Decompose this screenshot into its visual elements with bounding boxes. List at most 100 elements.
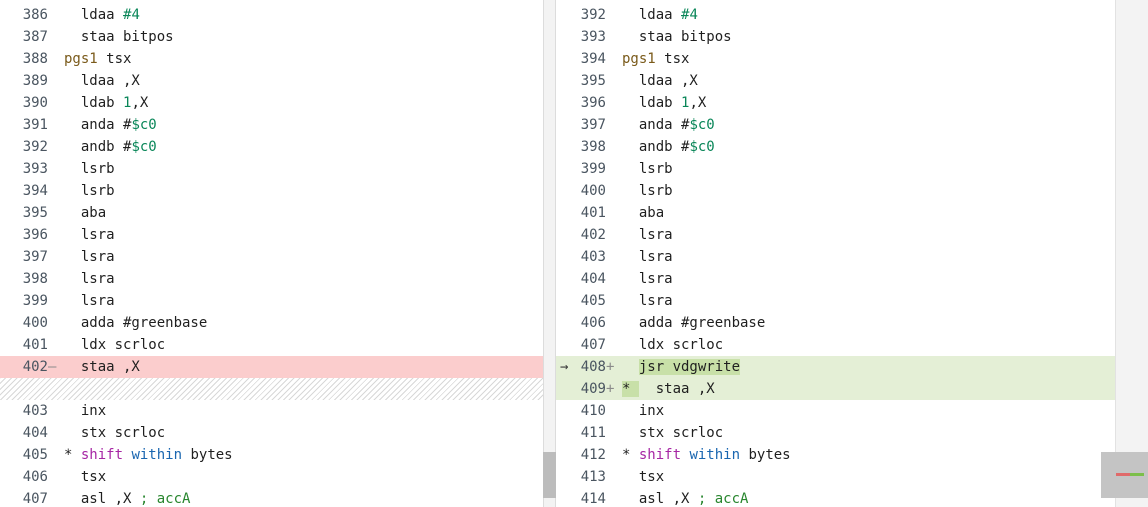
code-line[interactable]: 396 ldab 1,X	[556, 92, 1115, 114]
code-text[interactable]: staa bitpos	[622, 26, 732, 48]
code-text[interactable]: lsrb	[64, 158, 115, 180]
code-line[interactable]: 395 aba	[0, 202, 543, 224]
code-text[interactable]: inx	[622, 400, 664, 422]
code-text[interactable]: staa bitpos	[64, 26, 174, 48]
code-text[interactable]: staa ,X	[64, 356, 140, 378]
code-line[interactable]: 400 lsrb	[556, 180, 1115, 202]
removed-code-line[interactable]: 402— staa ,X	[0, 356, 543, 378]
code-line[interactable]: 399 lsra	[0, 290, 543, 312]
code-text[interactable]: lsra	[622, 246, 673, 268]
code-line[interactable]: 395 ldaa ,X	[556, 70, 1115, 92]
code-text[interactable]: pgs1 tsx	[622, 48, 689, 70]
code-text[interactable]: andb #$c0	[64, 136, 157, 158]
code-text[interactable]: ldab 1,X	[622, 92, 706, 114]
code-line[interactable]: 414 asl ,X ; accA	[556, 488, 1115, 507]
code-line[interactable]: 413 tsx	[556, 466, 1115, 488]
code-line[interactable]: 398 andb #$c0	[556, 136, 1115, 158]
code-line[interactable]: 401 aba	[556, 202, 1115, 224]
code-text[interactable]: adda #greenbase	[64, 312, 207, 334]
code-text[interactable]: lsra	[64, 246, 115, 268]
code-line[interactable]: 393 lsrb	[0, 158, 543, 180]
code-text[interactable]: inx	[64, 400, 106, 422]
code-text[interactable]: lsrb	[622, 180, 673, 202]
code-line[interactable]: 406 tsx	[0, 466, 543, 488]
code-line[interactable]: 392 andb #$c0	[0, 136, 543, 158]
code-text[interactable]: ldaa ,X	[622, 70, 698, 92]
code-line[interactable]: 389 ldaa ,X	[0, 70, 543, 92]
code-text[interactable]: lsra	[64, 290, 115, 312]
code-text[interactable]: pgs1 tsx	[64, 48, 131, 70]
code-text[interactable]: stx scrloc	[622, 422, 723, 444]
code-text[interactable]: * shift within bytes	[64, 444, 233, 466]
code-token: lsra	[622, 271, 673, 287]
code-line[interactable]: 407 asl ,X ; accA	[0, 488, 543, 507]
code-text[interactable]: ldaa #4	[64, 4, 140, 26]
code-line[interactable]: 387 staa bitpos	[0, 26, 543, 48]
code-line[interactable]: 404 stx scrloc	[0, 422, 543, 444]
code-line[interactable]: 399 lsrb	[556, 158, 1115, 180]
code-text[interactable]: jsr vdgwrite	[622, 356, 741, 378]
code-text[interactable]: asl ,X ; accA	[622, 488, 749, 507]
code-line[interactable]: 397 anda #$c0	[556, 114, 1115, 136]
left-scrollbar-thumb[interactable]	[543, 452, 556, 498]
code-line[interactable]: 407 ldx scrloc	[556, 334, 1115, 356]
code-line[interactable]: 386 ldaa #4	[0, 4, 543, 26]
code-text[interactable]: lsra	[622, 224, 673, 246]
code-text[interactable]: aba	[64, 202, 106, 224]
code-line[interactable]: 390 ldab 1,X	[0, 92, 543, 114]
code-text[interactable]: asl ,X ; accA	[64, 488, 191, 507]
code-text[interactable]: * shift within bytes	[622, 444, 791, 466]
code-text[interactable]: adda #greenbase	[622, 312, 765, 334]
line-number: 386	[22, 7, 48, 23]
code-text[interactable]: anda #$c0	[64, 114, 157, 136]
code-line[interactable]: 402 lsra	[556, 224, 1115, 246]
code-line[interactable]: 396 lsra	[0, 224, 543, 246]
code-text[interactable]: stx scrloc	[64, 422, 165, 444]
code-text[interactable]: lsrb	[622, 158, 673, 180]
code-line[interactable]: 397 lsra	[0, 246, 543, 268]
code-line[interactable]: 392 ldaa #4	[556, 4, 1115, 26]
code-line[interactable]: 405* shift within bytes	[0, 444, 543, 466]
code-line[interactable]: 405 lsra	[556, 290, 1115, 312]
code-line[interactable]: 403 inx	[0, 400, 543, 422]
code-line[interactable]: 404 lsra	[556, 268, 1115, 290]
code-line[interactable]: 401 ldx scrloc	[0, 334, 543, 356]
code-text[interactable]: aba	[622, 202, 664, 224]
code-line[interactable]: 398 lsra	[0, 268, 543, 290]
code-line[interactable]: 394 lsrb	[0, 180, 543, 202]
code-text[interactable]: ldab 1,X	[64, 92, 148, 114]
code-line[interactable]: 410 inx	[556, 400, 1115, 422]
code-line[interactable]: 406 adda #greenbase	[556, 312, 1115, 334]
code-text[interactable]: * staa ,X	[622, 378, 715, 400]
code-text[interactable]: lsra	[64, 224, 115, 246]
code-line[interactable]: 403 lsra	[556, 246, 1115, 268]
code-line[interactable]: 393 staa bitpos	[556, 26, 1115, 48]
code-line[interactable]: 411 stx scrloc	[556, 422, 1115, 444]
code-text[interactable]: ldx scrloc	[64, 334, 165, 356]
code-text[interactable]: tsx	[622, 466, 664, 488]
code-text[interactable]: ldx scrloc	[622, 334, 723, 356]
code-text[interactable]: lsra	[622, 290, 673, 312]
code-text[interactable]: ldaa ,X	[64, 70, 140, 92]
code-token: ldx scrloc	[622, 337, 724, 353]
arrow-right-icon[interactable]: →	[560, 359, 569, 375]
code-line[interactable]: 391 anda #$c0	[0, 114, 543, 136]
code-text[interactable]: lsra	[622, 268, 673, 290]
code-text[interactable]: lsrb	[64, 180, 115, 202]
code-text[interactable]: andb #$c0	[622, 136, 715, 158]
added-code-line[interactable]: 409+* staa ,X	[556, 378, 1115, 400]
code-text[interactable]: ldaa #4	[622, 4, 698, 26]
added-code-line[interactable]: →408+ jsr vdgwrite	[556, 356, 1115, 378]
code-text[interactable]: tsx	[64, 466, 106, 488]
overview-ruler[interactable]	[1115, 0, 1148, 507]
code-text[interactable]: lsra	[64, 268, 115, 290]
code-line[interactable]: 412* shift within bytes	[556, 444, 1115, 466]
diff-spacer-row[interactable]	[0, 378, 543, 400]
code-text[interactable]: anda #$c0	[622, 114, 715, 136]
left-vertical-scrollbar[interactable]	[543, 0, 556, 507]
code-line[interactable]: 400 adda #greenbase	[0, 312, 543, 334]
